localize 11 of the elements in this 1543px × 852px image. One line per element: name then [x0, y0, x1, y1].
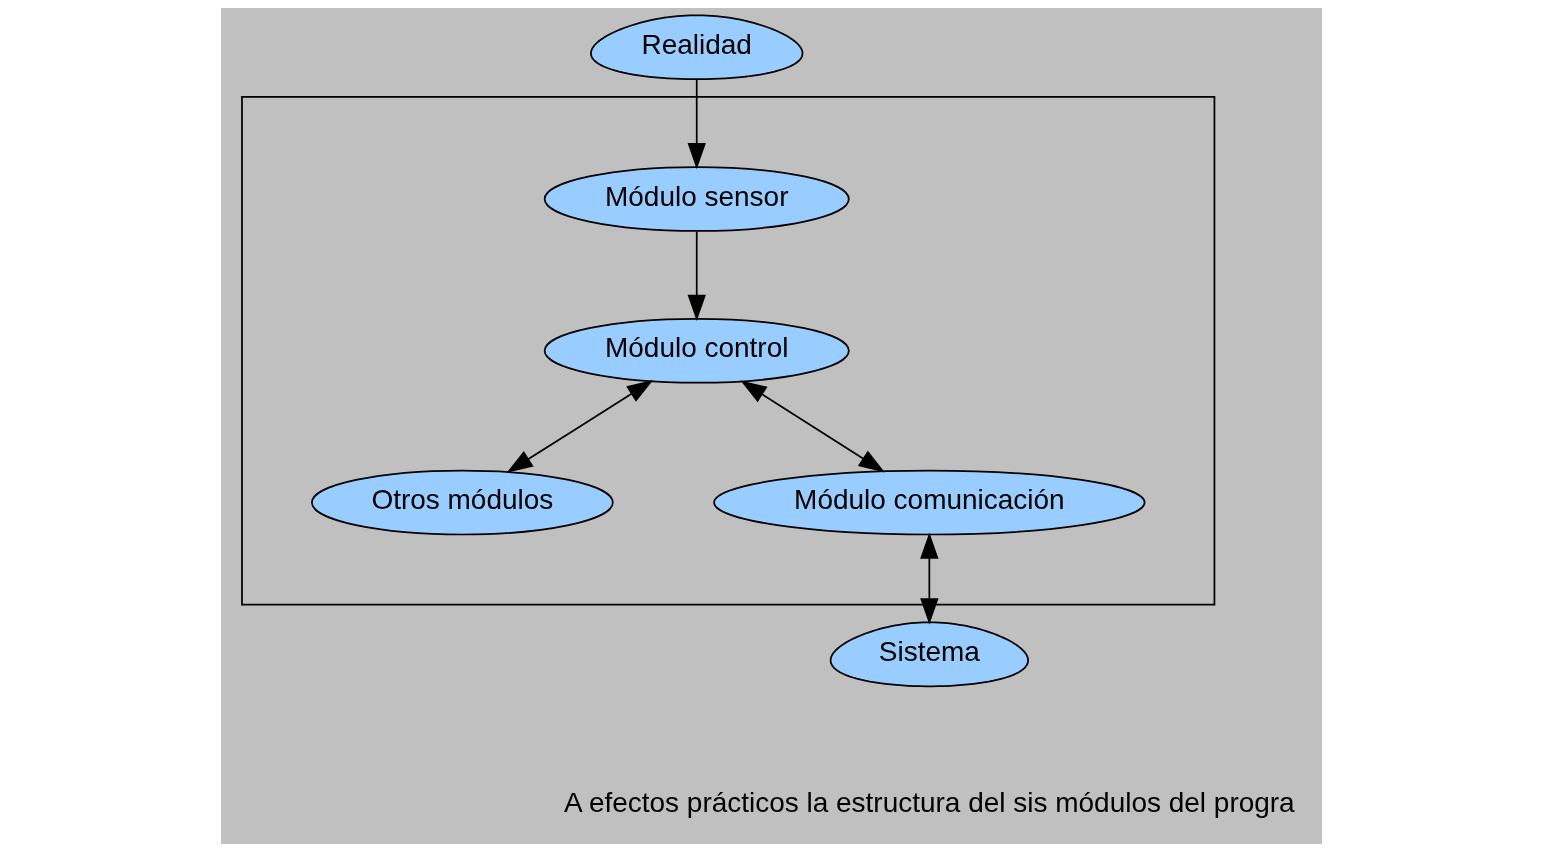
node-ellipse: Módulo comunicación	[713, 469, 1146, 536]
cluster	[241, 96, 1216, 606]
arrow	[740, 380, 885, 473]
arrow	[920, 532, 939, 625]
node-ellipse: Otros módulos	[311, 469, 614, 536]
arrow	[687, 230, 706, 321]
label: A efectos prácticos la estructura del sis módulos del progra	[564, 787, 1295, 819]
arrow	[506, 380, 654, 473]
arrow	[687, 78, 706, 170]
node-ellipse: Módulo control	[543, 317, 850, 384]
node-ellipse: Módulo sensor	[543, 166, 850, 232]
